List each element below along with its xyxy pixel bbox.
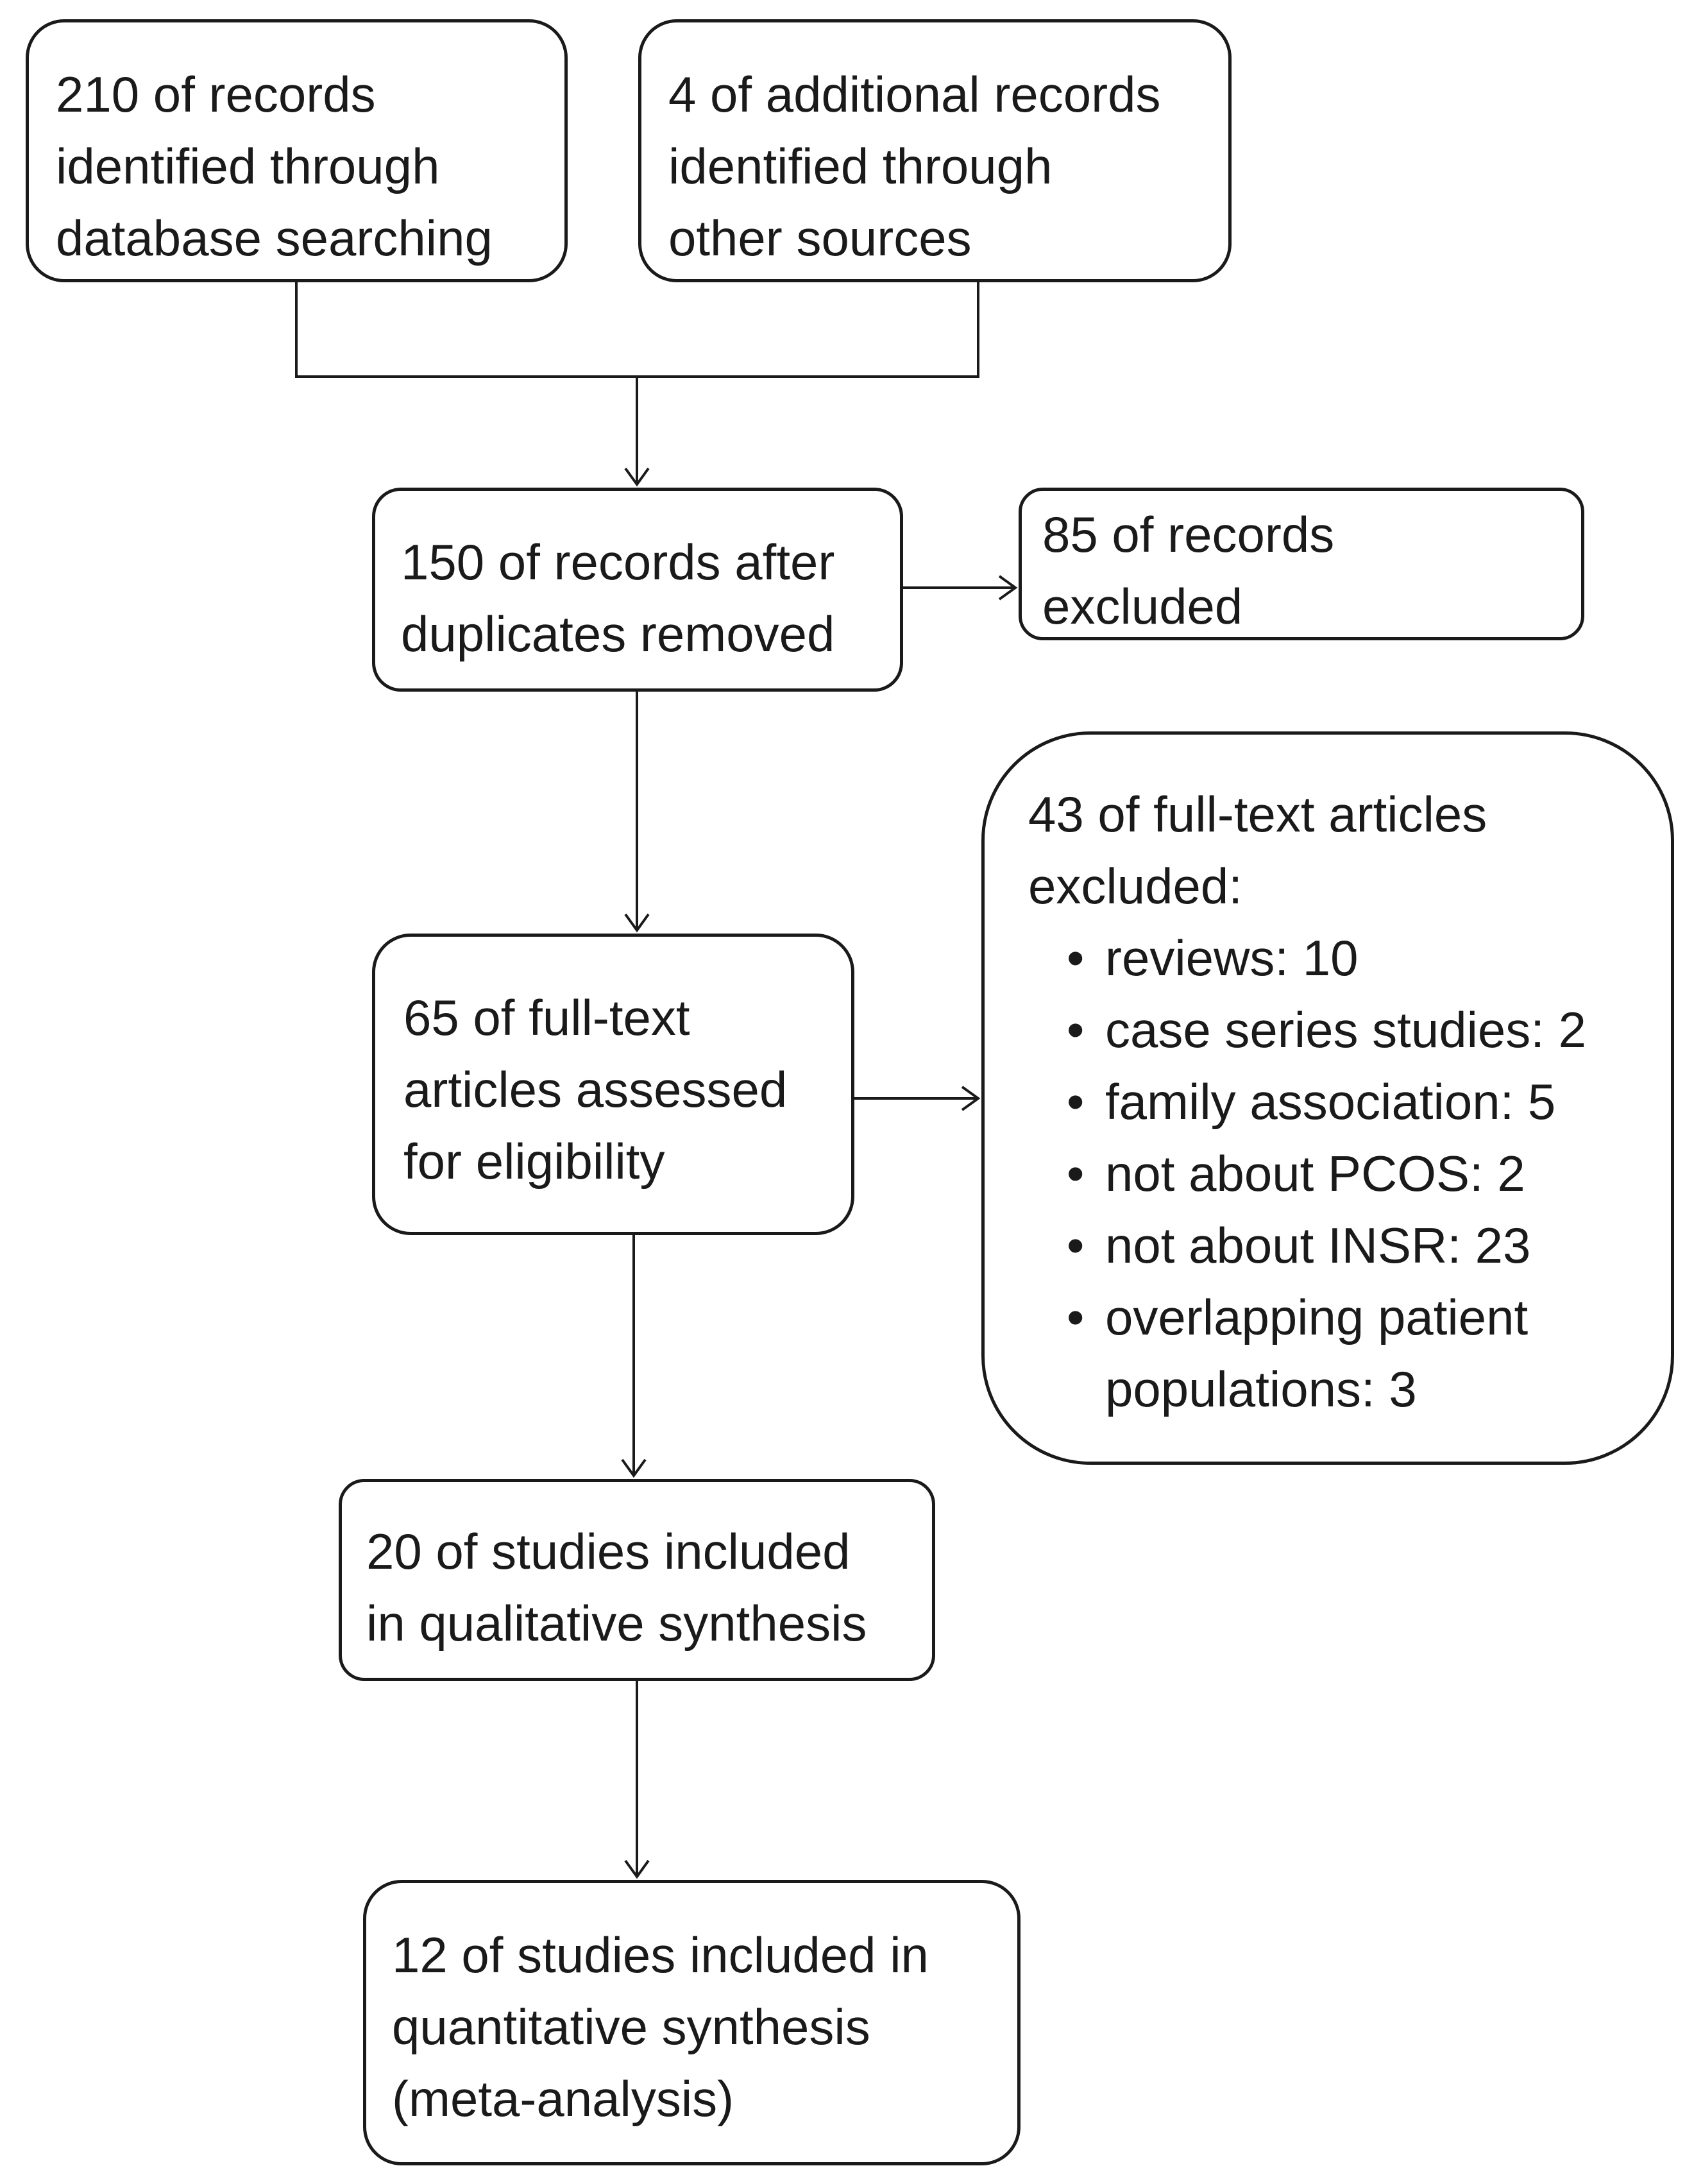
records-after-duplicates-box: 150 of records after duplicates removed	[372, 488, 903, 692]
box-text-line: quantitative synthesis	[392, 1999, 870, 2055]
box-text-line: 85 of records	[1042, 506, 1335, 563]
exclusion-reason-item: family association: 5	[1067, 1066, 1671, 1138]
full-text-assessed-box: 65 of full-text articles assessed for el…	[372, 934, 854, 1235]
records-excluded-box: 85 of records excluded	[1019, 488, 1584, 640]
box-text-line: 12 of studies included in	[392, 1927, 929, 1983]
exclusion-reasons-list: reviews: 10 case series studies: 2 famil…	[1028, 922, 1671, 1425]
arrowhead-dedup-to-fulltext	[624, 913, 650, 933]
box-heading-line: excluded:	[1028, 858, 1242, 914]
box-text-line: articles assessed	[403, 1061, 788, 1118]
quantitative-synthesis-box: 12 of studies included in quantitative s…	[363, 1880, 1021, 2165]
box-text-line: other sources	[668, 210, 972, 266]
qualitative-synthesis-box: 20 of studies included in qualitative sy…	[339, 1479, 935, 1681]
arrowhead-fulltext-to-qualitative	[621, 1458, 647, 1478]
box-text-line: 150 of records after	[401, 534, 835, 590]
arrowhead-dedup-to-excluded	[998, 575, 1018, 601]
box-text-line: (meta-analysis)	[392, 2070, 734, 2127]
exclusion-reason-item: not about PCOS: 2	[1067, 1138, 1671, 1209]
box-text-line: 210 of records	[56, 66, 376, 123]
full-text-excluded-box: 43 of full-text articles excluded: revie…	[981, 731, 1674, 1465]
box-heading-line: 43 of full-text articles	[1028, 786, 1487, 842]
box-text-line: in qualitative synthesis	[366, 1595, 867, 1651]
box-text-line: excluded	[1042, 578, 1243, 635]
records-database-box: 210 of records identified through databa…	[26, 19, 568, 282]
arrowhead-fulltext-to-excluded	[961, 1086, 981, 1111]
box-text-line: database searching	[56, 210, 493, 266]
exclusion-reason-item: not about INSR: 23	[1067, 1209, 1671, 1281]
box-text-line: for eligibility	[403, 1133, 665, 1190]
arrowhead-qualitative-to-quantitative	[624, 1859, 650, 1879]
arrowhead-merge-to-dedup	[624, 467, 650, 487]
box-text-line: 65 of full-text	[403, 989, 690, 1046]
exclusion-reason-item: overlapping patient	[1067, 1281, 1671, 1353]
box-text-line: 4 of additional records	[668, 66, 1161, 123]
exclusion-reason-continuation: populations: 3	[1105, 1361, 1417, 1417]
box-text-line: duplicates removed	[401, 606, 835, 662]
box-text-line: identified through	[56, 138, 440, 194]
box-text-line: identified through	[668, 138, 1053, 194]
exclusion-reason-item: case series studies: 2	[1067, 994, 1671, 1066]
exclusion-reason-item: reviews: 10	[1067, 922, 1671, 994]
records-other-sources-box: 4 of additional records identified throu…	[638, 19, 1232, 282]
box-text-line: 20 of studies included	[366, 1523, 851, 1580]
connector-database-merge	[295, 282, 979, 378]
